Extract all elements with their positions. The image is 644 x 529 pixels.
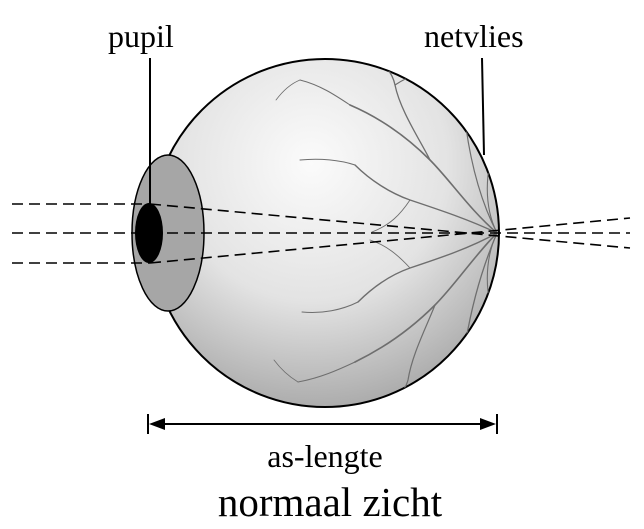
axial-length-arrowhead-left: [149, 418, 165, 430]
pupil-label: pupil: [108, 18, 174, 54]
axial-length-arrow: [147, 414, 498, 434]
axial-length-arrowhead-right: [480, 418, 496, 430]
ray-bottom-converging: [149, 217, 631, 264]
ray-top-converging: [149, 203, 631, 249]
caption-label: normaal zicht: [217, 479, 443, 525]
axial-length-label: as-lengte: [267, 438, 383, 474]
light-rays: [12, 203, 631, 264]
retina-label: netvlies: [424, 18, 524, 54]
retina-leader-line: [481, 57, 485, 156]
